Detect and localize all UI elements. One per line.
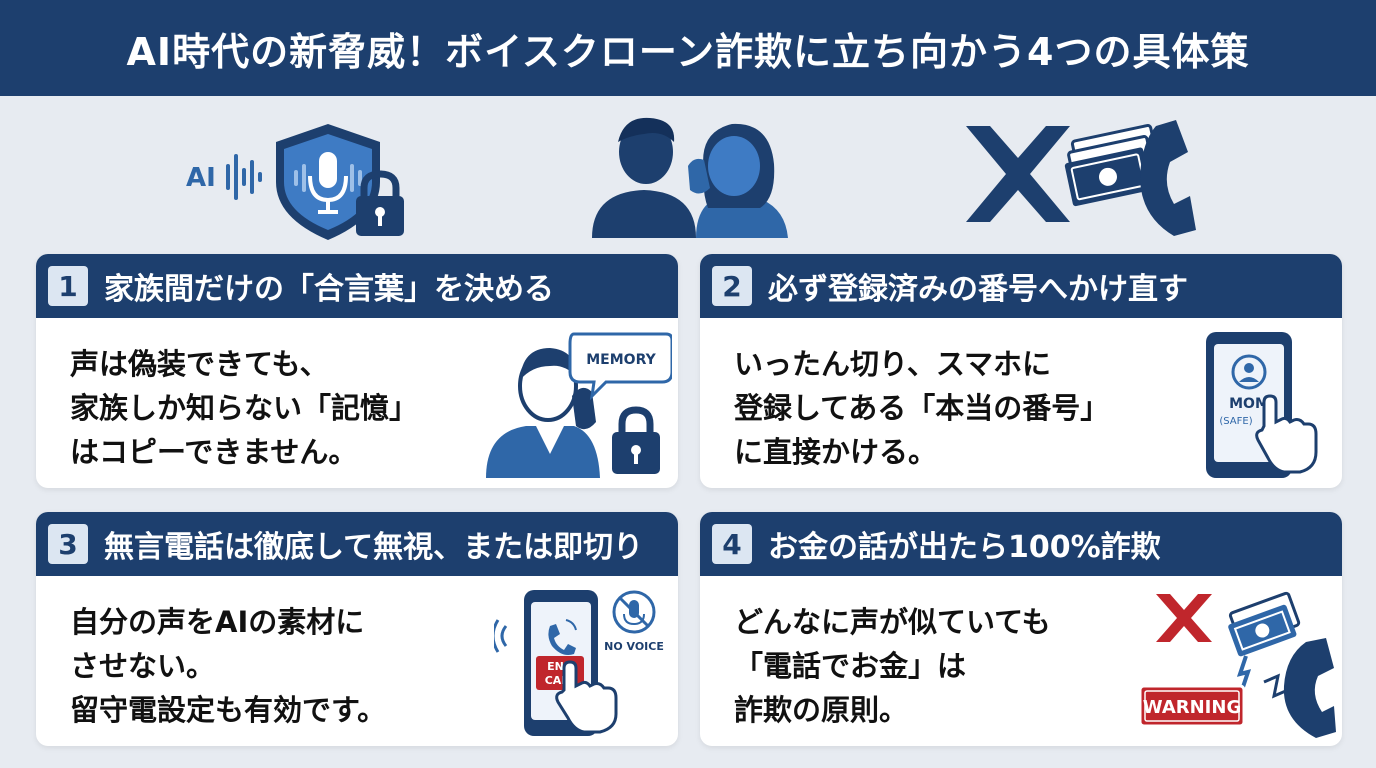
people-whispering-icon	[592, 117, 788, 238]
card-line: させない。	[70, 649, 216, 683]
card-line: に直接かける。	[734, 435, 938, 469]
card-title: 必ず登録済みの番号へかけ直す	[768, 272, 1188, 307]
card-number: 4	[712, 524, 752, 564]
card-number: 3	[48, 524, 88, 564]
no-voice-label: NO VOICE	[604, 640, 664, 653]
card-header: 4 お金の話が出たら100%詐欺	[700, 512, 1342, 576]
memory-bubble-label: MEMORY	[586, 352, 656, 368]
tip-card-1: 1 家族間だけの「合言葉」を決める 声は偽装できても、 家族しか知らない「記憶」…	[36, 254, 678, 488]
page-title: AI時代の新脅威！ボイスクローン詐欺に立ち向かう4つの具体策	[126, 29, 1250, 74]
contact-safe-label: (SAFE)	[1219, 416, 1252, 427]
card-number: 1	[48, 266, 88, 306]
card-title: 無言電話は徹底して無視、または即切り	[104, 530, 644, 565]
card-line: 登録してある「本当の番号」	[734, 391, 1110, 425]
card-line: 声は偽装できても、	[70, 347, 329, 381]
contact-name: MOM	[1229, 396, 1269, 412]
card-title: お金の話が出たら100%詐欺	[768, 530, 1161, 565]
memory-whisper-icon: MEMORY	[486, 332, 672, 478]
end-call-phone-icon: END CALL NO VOICE	[494, 590, 664, 736]
ai-label: AI	[186, 163, 216, 193]
tip-card-3: 3 無言電話は徹底して無視、または即切り 自分の声をAIの素材に させない。 留…	[36, 512, 678, 746]
header-banner: AI時代の新脅威！ボイスクローン詐欺に立ち向かう4つの具体策	[0, 0, 1376, 96]
card-body: いったん切り、スマホに 登録してある「本当の番号」 に直接かける。	[734, 342, 1109, 474]
tip-card-2: 2 必ず登録済みの番号へかけ直す いったん切り、スマホに 登録してある「本当の番…	[700, 254, 1342, 488]
card-line: どんなに声が似ていても	[734, 605, 1051, 639]
card-body: 自分の声をAIの素材に させない。 留守電設定も有効です。	[70, 600, 386, 732]
smartphone-contact-icon: MOM (SAFE)	[1206, 332, 1318, 478]
money-scam-warning-icon: WARNING	[1138, 591, 1336, 738]
card-number: 2	[712, 266, 752, 306]
card-header: 3 無言電話は徹底して無視、または即切り	[36, 512, 678, 576]
warning-label: WARNING	[1143, 697, 1241, 718]
ai-voice-shield-icon: AI	[186, 124, 404, 240]
card-line: はコピーできません。	[70, 435, 358, 469]
card-header: 1 家族間だけの「合言葉」を決める	[36, 254, 678, 318]
tip-card-4: 4 お金の話が出たら100%詐欺 どんなに声が似ていても 「電話でお金」は 詐欺…	[700, 512, 1342, 746]
card-line: 「電話でお金」は	[734, 649, 967, 683]
card-header: 2 必ず登録済みの番号へかけ直す	[700, 254, 1342, 318]
card-line: 家族しか知らない「記憶」	[70, 391, 419, 425]
card-line: いったん切り、スマホに	[734, 347, 1051, 381]
card-body: どんなに声が似ていても 「電話でお金」は 詐欺の原則。	[734, 600, 1051, 732]
card-body: 声は偽装できても、 家族しか知らない「記憶」 はコピーできません。	[70, 342, 418, 474]
card-line: 自分の声をAIの素材に	[70, 605, 365, 639]
card-line: 詐欺の原則。	[734, 693, 909, 727]
card-line: 留守電設定も有効です。	[70, 693, 387, 727]
card-title: 家族間だけの「合言葉」を決める	[104, 272, 554, 307]
no-money-phone-icon	[966, 120, 1196, 236]
